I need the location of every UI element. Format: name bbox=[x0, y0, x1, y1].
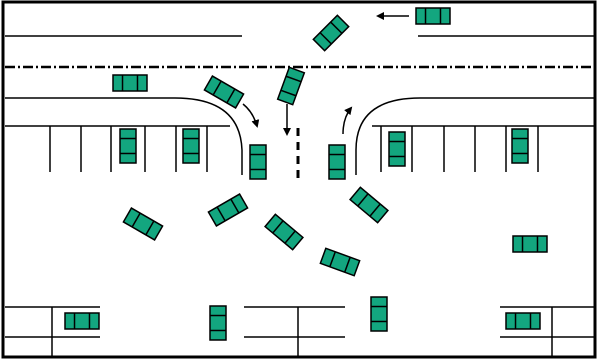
car-stall-left-1 bbox=[119, 128, 137, 164]
arrow-turn-in bbox=[242, 103, 260, 128]
car-bottom-stall-left bbox=[64, 312, 100, 330]
arrow-exit-up bbox=[342, 106, 353, 135]
car-lot-right bbox=[512, 235, 548, 253]
car-stall-right-2 bbox=[511, 128, 529, 164]
stall-row-bottom bbox=[5, 306, 595, 357]
cars bbox=[64, 7, 548, 341]
car-bottom-stall-center bbox=[370, 296, 388, 332]
car-turning-left bbox=[203, 75, 245, 109]
car-lot-1 bbox=[122, 207, 164, 241]
car-stall-right-1 bbox=[388, 131, 406, 167]
car-entering-lot bbox=[276, 66, 306, 106]
car-top-road-right bbox=[415, 7, 451, 25]
car-lot-2 bbox=[207, 193, 249, 227]
car-left-lane bbox=[112, 74, 148, 92]
car-lot-5 bbox=[319, 247, 361, 277]
stall-row-right bbox=[372, 125, 595, 172]
car-top-road-diagonal bbox=[312, 14, 350, 52]
car-lot-3 bbox=[264, 213, 304, 251]
curb-right bbox=[355, 97, 595, 175]
car-bottom-stall-right bbox=[505, 312, 541, 330]
car-entrance-left bbox=[249, 144, 267, 180]
stall-row-left bbox=[5, 125, 230, 172]
curb-left bbox=[5, 97, 243, 175]
car-stall-left-2 bbox=[182, 128, 200, 164]
car-entrance-right bbox=[328, 144, 346, 180]
car-lot-4 bbox=[349, 186, 389, 224]
car-bottom-stall-mid bbox=[209, 305, 227, 341]
